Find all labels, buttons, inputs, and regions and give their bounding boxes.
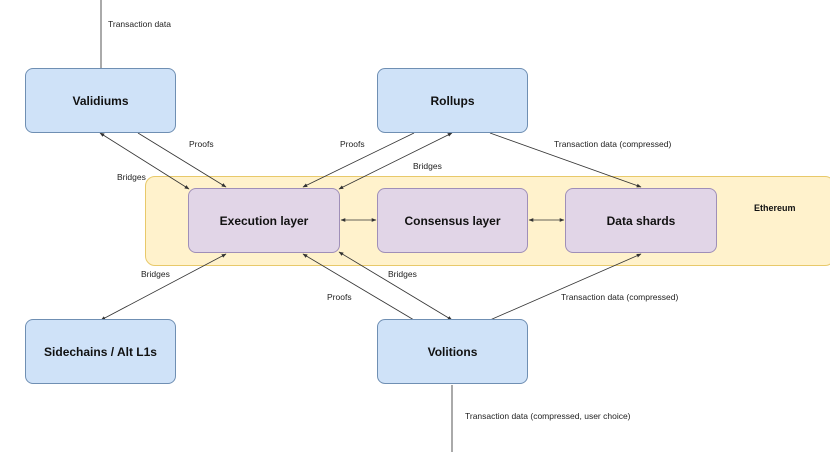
execution-layer-node[interactable]: Execution layer (188, 188, 340, 253)
validium-bridges-label: Bridges (117, 172, 146, 182)
validium-tx-label: Transaction data (108, 19, 171, 29)
volition-bridges-label: Bridges (388, 269, 417, 279)
volitions-label: Volitions (427, 344, 478, 359)
execution-layer-label: Execution layer (219, 213, 309, 228)
rollup-tx-label: Transaction data (compressed) (554, 139, 672, 149)
consensus-layer-label: Consensus layer (404, 213, 501, 228)
rollup-bridges-edge (338, 132, 453, 190)
rollup-proofs-label: Proofs (340, 139, 365, 149)
sidechain-bridges-label: Bridges (141, 269, 170, 279)
rollups-node[interactable]: Rollups (377, 68, 528, 133)
validium-proofs-label: Proofs (189, 139, 214, 149)
volition-tx-label: Transaction data (compressed, user choic… (465, 411, 631, 421)
ethereum-label: Ethereum (754, 203, 796, 213)
rollups-label: Rollups (430, 93, 475, 108)
consensus-layer-node[interactable]: Consensus layer (377, 188, 528, 253)
validiums-node[interactable]: Validiums (25, 68, 176, 133)
validiums-label: Validiums (72, 93, 129, 108)
rollup-bridges-label: Bridges (413, 161, 442, 171)
rollup-tx-edge (489, 132, 642, 188)
volition-bridges-edge (338, 251, 453, 321)
sidechains-label: Sidechains / Alt L1s (44, 344, 157, 359)
data-shards-node[interactable]: Data shards (565, 188, 717, 253)
volitions-node[interactable]: Volitions (377, 319, 528, 384)
validium-bridges-edge (99, 132, 190, 190)
volition-proofs-label: Proofs (327, 292, 352, 302)
sidechains-node[interactable]: Sidechains / Alt L1s (25, 319, 176, 384)
sidechain-bridges-edge (100, 253, 227, 321)
volition-shard-tx-edge (489, 253, 642, 321)
data-shards-label: Data shards (606, 213, 676, 228)
volition-shard-tx-label: Transaction data (compressed) (561, 292, 679, 302)
